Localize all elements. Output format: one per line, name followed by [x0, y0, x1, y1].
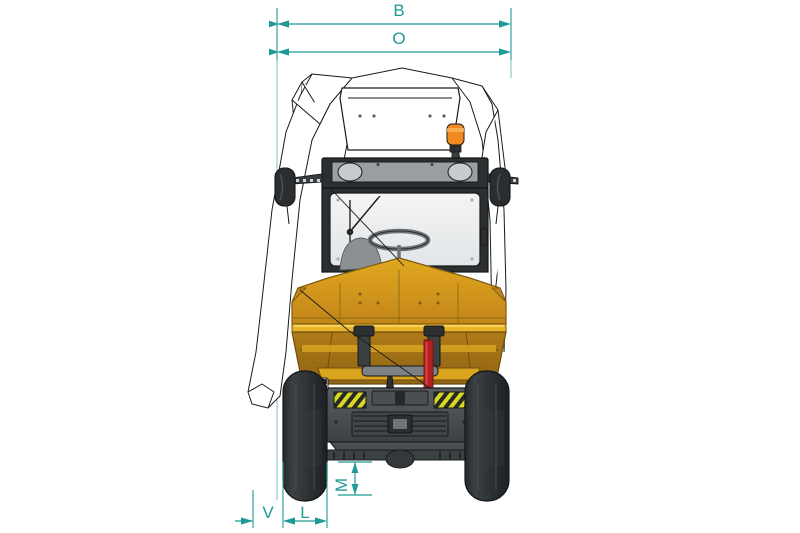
- dimension-arrowheads-bottom: [241, 462, 359, 525]
- hazard-panel-right: [433, 391, 467, 409]
- tyre-left: [282, 370, 328, 502]
- mirror-right: [489, 167, 511, 225]
- hazard-panel-left: [333, 391, 367, 409]
- rear-axle: [317, 449, 483, 469]
- dimension-label-B: B: [393, 1, 404, 20]
- dimension-label-M: M: [332, 478, 351, 492]
- dimension-arrowheads-top: [277, 20, 511, 56]
- operator-seat: [339, 237, 383, 271]
- beacon-lamp: [446, 123, 465, 159]
- cab-door-handle: [480, 227, 488, 247]
- projection-lines: [299, 187, 431, 389]
- dimension-label-V: V: [262, 503, 274, 522]
- cab-roof-header: [291, 157, 519, 189]
- cab-interior: [339, 228, 431, 271]
- rops-canopy-panel: [339, 87, 461, 151]
- tyre-right: [464, 370, 510, 502]
- dimension-label-L: L: [300, 503, 309, 522]
- dimension-label-O: O: [392, 29, 405, 48]
- mirror-left: [274, 167, 296, 225]
- differential-housing: [385, 449, 415, 469]
- steering-wheel: [367, 228, 431, 258]
- rear-chassis: [325, 387, 475, 453]
